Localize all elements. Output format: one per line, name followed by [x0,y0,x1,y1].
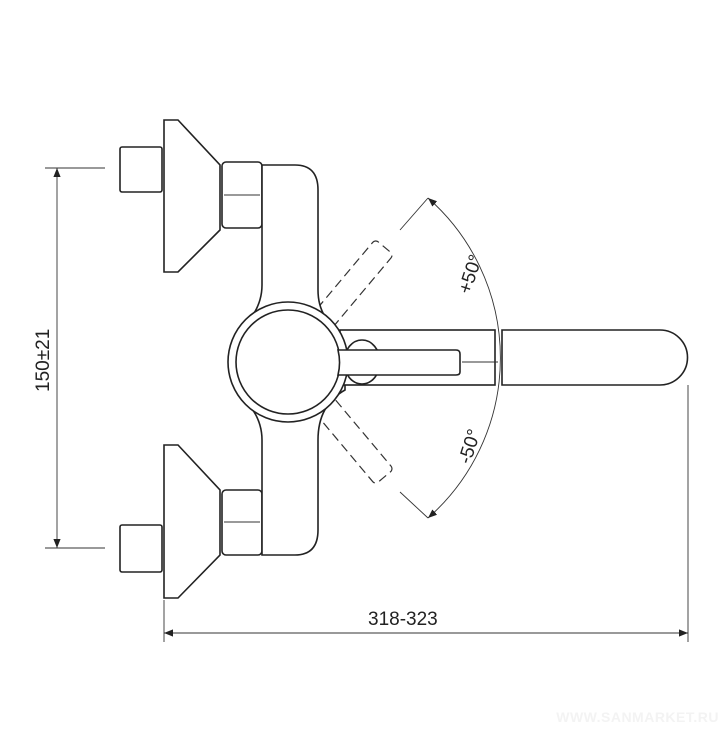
watermark: WWW.SANMARKET.RU [556,709,719,725]
top-inlet [119,119,263,273]
spout-tip [501,329,689,386]
handle-cap [235,309,341,415]
angle-up-label: +50° [455,252,487,296]
lever [336,349,461,376]
height-dimension-label: 150±21 [33,329,54,392]
width-dimension-label: 318-323 [368,609,438,630]
bottom-inlet [119,444,263,599]
angle-down-label: -50° [455,427,486,467]
